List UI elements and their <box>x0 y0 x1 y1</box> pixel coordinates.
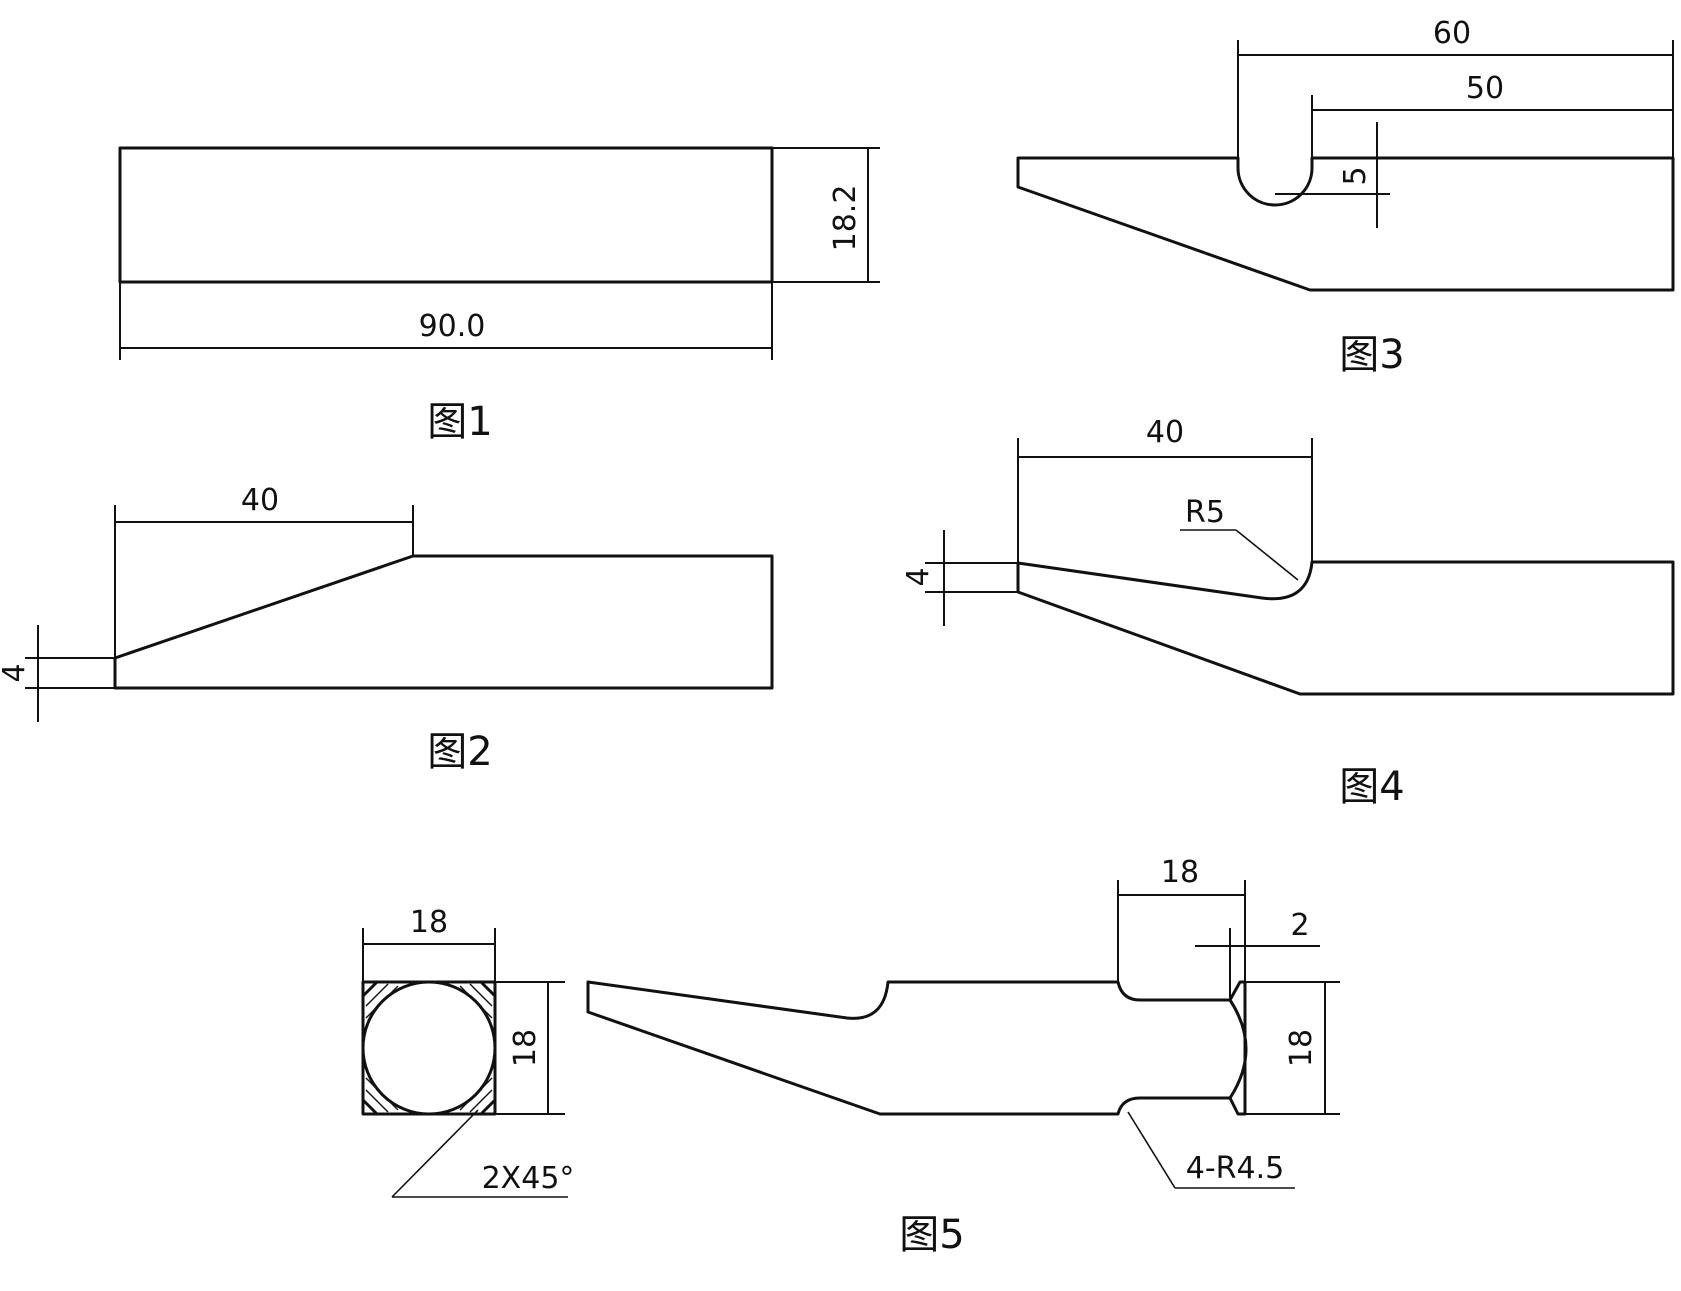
fig5-square-height-label: 18 <box>508 1029 543 1067</box>
fig5-end-radius <box>1228 998 1248 1100</box>
figure-5: 18 18 2X45° 18 2 <box>361 855 1340 1258</box>
fig3-outer-label: 60 <box>1433 16 1471 51</box>
fig1-caption: 图1 <box>427 399 492 445</box>
fig1-length-label: 90.0 <box>419 309 486 344</box>
fig4-caption: 图4 <box>1339 764 1404 810</box>
fig5-section-view: 18 18 2X45° <box>361 905 575 1198</box>
fig3-slotted-outline <box>1016 156 1675 292</box>
fig4-length-label: 40 <box>1146 415 1184 450</box>
fig2-tip-label: 4 <box>0 663 32 682</box>
fig2-bevel-outline <box>113 554 774 690</box>
fig3-inner-label: 50 <box>1466 71 1504 106</box>
fig5-square-width-label: 18 <box>410 905 448 940</box>
fig5-end-height-label: 18 <box>1284 1029 1319 1067</box>
fig5-caption: 图5 <box>899 1212 964 1258</box>
fig5-tool-outline <box>586 980 1247 1116</box>
fig5-round-section <box>361 980 497 1116</box>
fig3-depth-label: 5 <box>1338 166 1373 185</box>
fig4-tip-label: 4 <box>901 567 936 586</box>
fig5-side-view: 18 2 18 4-R4.5 <box>586 855 1340 1189</box>
fig4-notched-outline <box>1016 560 1675 696</box>
fig1-block-outline <box>118 146 774 284</box>
fig5-offset-label: 2 <box>1290 908 1309 943</box>
fig5-fillets-label: 4-R4.5 <box>1186 1151 1284 1186</box>
fig2-bevel-length-label: 40 <box>241 483 279 518</box>
fig4-radius-label: R5 <box>1185 495 1225 530</box>
fig2-caption: 图2 <box>427 729 492 775</box>
fig1-height-label: 18.2 <box>828 185 863 252</box>
fig3-caption: 图3 <box>1339 332 1404 378</box>
figure-3: 60 50 5 图3 <box>1016 16 1675 378</box>
fig5-chamfer-label: 2X45° <box>482 1161 575 1196</box>
figure-2: 40 4 图2 <box>0 483 774 775</box>
figure-1: 18.2 90.0 图1 <box>118 146 880 445</box>
figure-4: 40 R5 4 图4 <box>901 415 1675 810</box>
fig5-handle-length-label: 18 <box>1161 855 1199 890</box>
